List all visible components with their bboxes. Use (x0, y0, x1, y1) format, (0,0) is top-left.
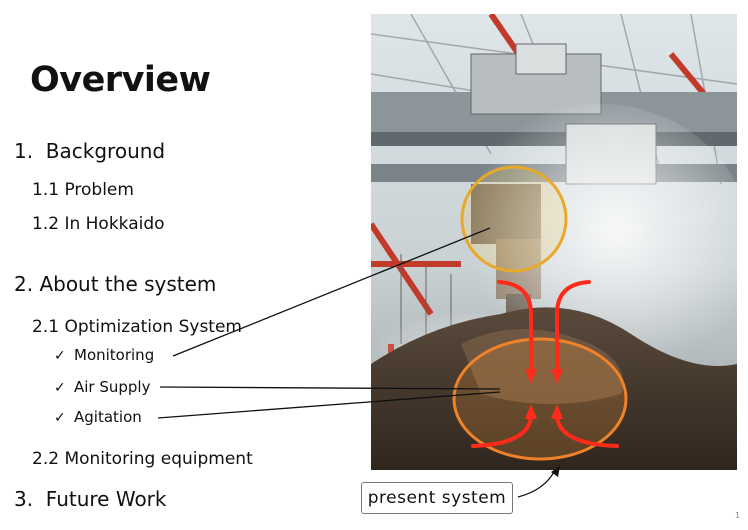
outline-item-in-hokkaido: 1.2 In Hokkaido (32, 214, 165, 234)
outline-item-background: 1. Background (14, 139, 166, 163)
present-system-caption: present system (361, 482, 513, 514)
outline-item-future-work: 3. Future Work (14, 487, 167, 511)
outline-subitem-air-supply: ✓Air Supply (54, 378, 151, 396)
page-number: 1 (735, 511, 741, 520)
check-icon: ✓ (54, 348, 66, 364)
check-icon: ✓ (54, 410, 66, 426)
check-icon: ✓ (54, 380, 66, 396)
outline-subitem-agitation: ✓Agitation (54, 408, 142, 426)
outline-item-monitoring-equipment: 2.2 Monitoring equipment (32, 449, 253, 469)
slide-title: Overview (30, 60, 211, 100)
outline-subitem-monitoring: ✓Monitoring (54, 346, 155, 364)
outline-item-optimization-system: 2.1 Optimization System (32, 317, 242, 337)
outline-item-about-system: 2. About the system (14, 272, 217, 296)
outline-item-problem: 1.1 Problem (32, 180, 134, 200)
compost-system-photo (371, 14, 737, 470)
